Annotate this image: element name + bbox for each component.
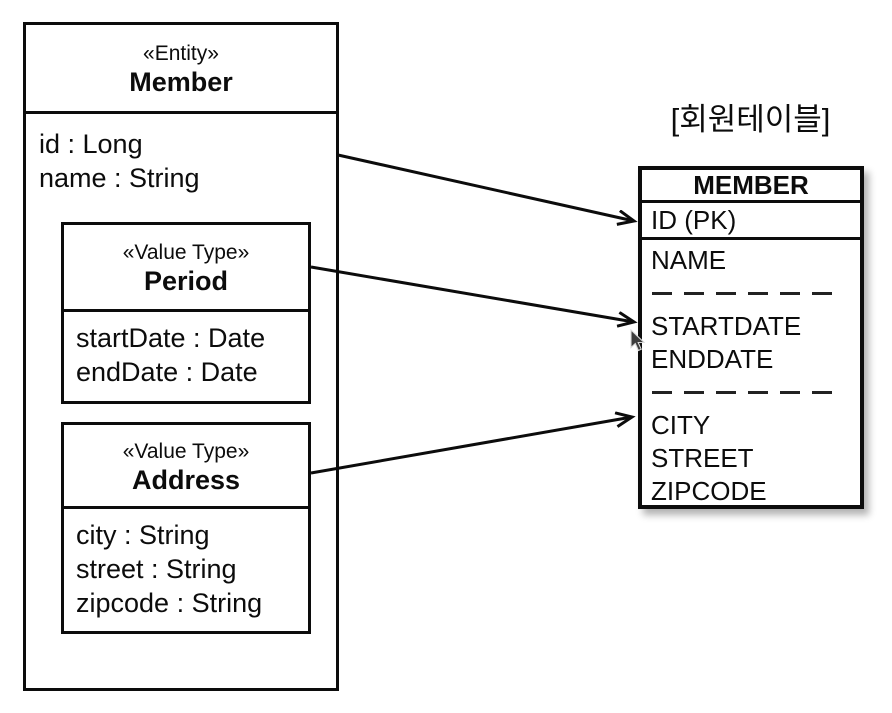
db-table-body: NAME STARTDATE ENDDATE CITY STREET ZIPCO… xyxy=(642,240,860,508)
arrow-member-to-id xyxy=(337,153,634,221)
db-table-member: MEMBER ID (PK) NAME STARTDATE ENDDATE CI… xyxy=(638,166,864,509)
entity-attributes: id : Long name : String xyxy=(26,114,336,195)
entity-name: Member xyxy=(129,67,233,97)
entity-attribute-name: name : String xyxy=(39,163,200,193)
entity-stereotype: «Entity» xyxy=(143,42,219,65)
db-row-enddate: ENDDATE xyxy=(651,344,774,374)
address-attribute-zipcode: zipcode : String xyxy=(76,588,263,618)
valuetype-address-box: «Value Type» Address city : String stree… xyxy=(61,422,311,634)
address-name: Address xyxy=(131,465,241,495)
period-attribute-startdate: startDate : Date xyxy=(76,323,266,353)
period-attribute-enddate: endDate : Date xyxy=(76,357,258,387)
entity-attribute-id: id : Long xyxy=(39,129,143,159)
period-stereotype: «Value Type» xyxy=(122,241,250,264)
db-row-id-pk: ID (PK) xyxy=(642,203,860,240)
period-name: Period xyxy=(143,266,229,296)
arrow-period-to-startdate xyxy=(310,265,634,322)
db-row-zipcode: ZIPCODE xyxy=(651,476,767,506)
period-attributes: startDate : Date endDate : Date xyxy=(64,312,308,389)
dashed-separator xyxy=(652,292,836,295)
valuetype-period-box: «Value Type» Period startDate : Date end… xyxy=(61,222,311,404)
db-divider-1 xyxy=(651,277,860,310)
entity-member-title: «Entity» Member xyxy=(26,25,336,114)
db-table-header: MEMBER xyxy=(642,170,860,203)
db-row-street: STREET xyxy=(651,443,754,473)
table-caption: [회원테이블] xyxy=(670,102,831,137)
address-stereotype: «Value Type» xyxy=(122,440,250,463)
db-divider-2 xyxy=(651,376,860,409)
arrow-address-to-city xyxy=(310,417,632,475)
address-attributes: city : String street : String zipcode : … xyxy=(64,509,308,620)
valuetype-period-title: «Value Type» Period xyxy=(64,225,308,312)
db-row-city: CITY xyxy=(651,410,711,440)
address-attribute-street: street : String xyxy=(76,554,237,584)
db-row-startdate: STARTDATE xyxy=(651,311,802,341)
dashed-separator xyxy=(652,391,836,394)
valuetype-address-title: «Value Type» Address xyxy=(64,425,308,509)
address-attribute-city: city : String xyxy=(76,520,210,550)
db-row-name: NAME xyxy=(651,245,727,275)
